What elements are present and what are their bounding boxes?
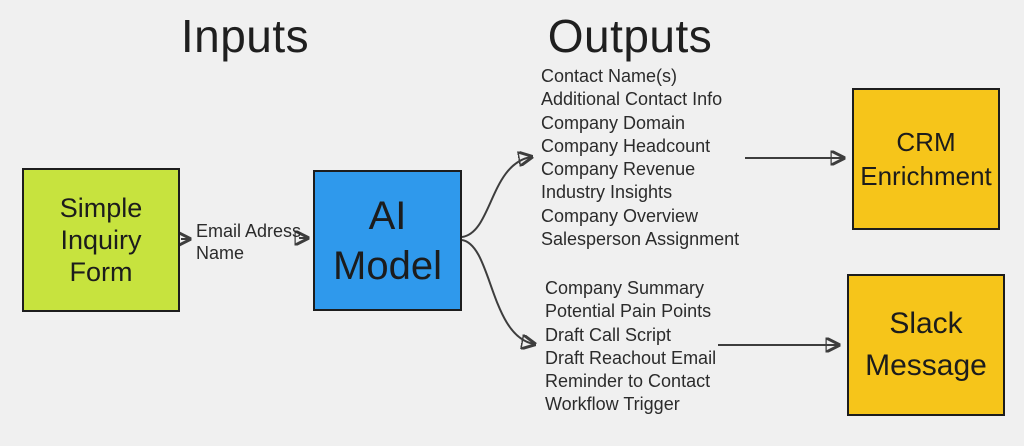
slack-output-list: Company Summary Potential Pain Points Dr… — [545, 277, 716, 417]
list-item: Company Domain — [541, 112, 686, 133]
list-item: Contact Name(s) — [541, 66, 678, 86]
list-item: Company Revenue — [541, 159, 696, 180]
list-item: Potential Pain Points — [545, 301, 712, 322]
list-item: Company Summary — [545, 278, 705, 298]
inputs-heading: Inputs — [180, 10, 310, 62]
node-label: AI Model — [333, 193, 442, 288]
node-crm-enrichment: CRM Enrichment — [852, 88, 1000, 230]
node-simple-inquiry-form: Simple Inquiry Form — [22, 168, 180, 312]
list-item: Reminder to Contact — [545, 371, 711, 392]
list-item: Draft Reachout Email — [545, 347, 717, 368]
list-item: Draft Call Script — [545, 324, 672, 345]
list-item: Company Headcount — [541, 135, 711, 156]
crm-output-list: Contact Name(s) Additional Contact Info … — [541, 65, 739, 251]
outputs-heading: Outputs — [547, 10, 713, 62]
node-label: Simple Inquiry Form — [59, 193, 143, 287]
list-item: Workflow Trigger — [545, 394, 680, 415]
list-item: Industry Insights — [541, 182, 673, 203]
node-slack-message: Slack Message — [847, 274, 1005, 416]
list-item: Company Overview — [541, 205, 699, 226]
node-label: Slack Message — [865, 307, 987, 382]
node-ai-model: AI Model — [313, 170, 462, 311]
list-item: Salesperson Assignment — [541, 229, 740, 250]
arrow-model-to-crm-list — [461, 157, 531, 238]
list-item: Additional Contact Info — [541, 89, 723, 110]
node-label: CRM Enrichment — [860, 127, 992, 191]
edge-label-email-name: Email Adress Name — [196, 221, 302, 263]
arrow-model-to-slack-list — [461, 239, 534, 344]
